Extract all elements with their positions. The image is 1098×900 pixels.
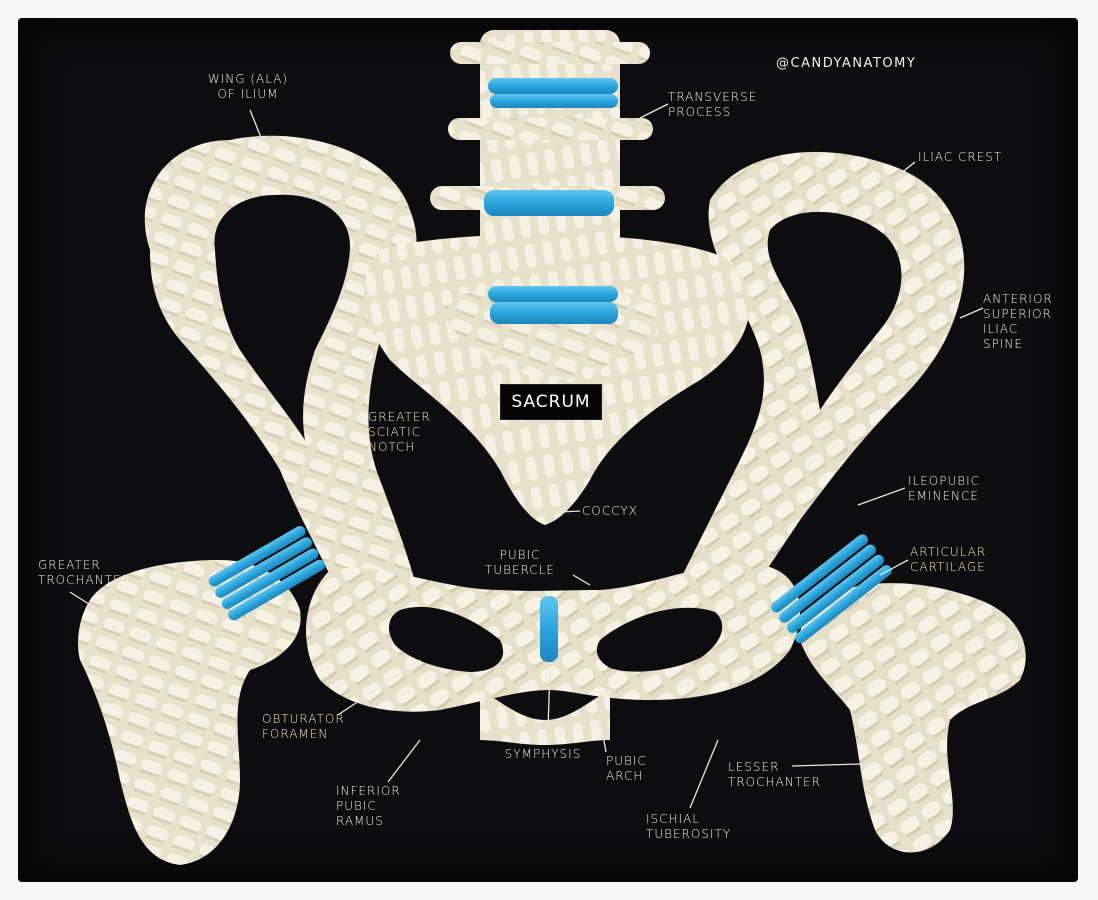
leader-asis <box>959 307 984 319</box>
label-coccyx: COCCYX <box>582 504 638 518</box>
sacrum-ring <box>363 234 750 525</box>
vertebral-column <box>480 30 620 270</box>
leader-articular <box>879 559 909 576</box>
label-greater-trochanter: GREATER TROCHANTER <box>38 558 131 587</box>
disc-1b <box>490 94 618 108</box>
label-leader-lines <box>69 103 984 809</box>
right-femur <box>771 534 1026 853</box>
ischial-rami <box>480 690 610 745</box>
left-femur-shape <box>78 560 301 865</box>
label-pubic-symphysis: PUBIC SYMPHYSIS <box>504 732 582 761</box>
label-iliac-crest: ILIAC CREST <box>918 150 1003 164</box>
left-ilium-wing <box>144 135 420 621</box>
leader-inferior-ramus <box>387 739 421 783</box>
leader-obturator <box>337 659 421 716</box>
leader-ischial <box>689 739 719 809</box>
label-pubic-arch: PUBIC ARCH <box>606 754 647 783</box>
sacrum-label: SACRUM <box>511 392 591 412</box>
label-wing-of-ilium: WING (ALA) OF ILIUM <box>207 72 289 101</box>
left-femur <box>78 526 325 865</box>
leader-pubic-tubercle <box>572 574 591 586</box>
leader-lesser-troch <box>791 763 861 767</box>
leader-sciatic <box>355 387 369 406</box>
disc-1 <box>488 78 618 94</box>
label-obturator-foramen: OBTURATOR FORAMEN <box>262 712 345 741</box>
label-ileopubic-eminence: ILEOPUBIC EMINENCE <box>908 474 981 503</box>
candyanatomy-watermark: @CANDYANATOMY <box>776 56 917 71</box>
label-greater-sciatic-notch: GREATER SCIATIC NOTCH <box>368 410 431 454</box>
left-obturator-foramen <box>388 606 504 672</box>
left-ilium-inner-gap <box>214 194 350 440</box>
leader-transverse <box>639 103 669 119</box>
disc-3 <box>488 286 618 302</box>
right-obturator-foramen <box>596 607 723 672</box>
pubic-symphysis-cartilage <box>540 596 558 662</box>
leader-iliac-crest <box>894 161 916 179</box>
label-lesser-trochanter: LESSER TROCHANTER <box>728 760 821 789</box>
sacrum-label-box: SACRUM <box>500 384 602 420</box>
leader-coccyx <box>559 510 581 513</box>
label-pubic-tubercle: PUBIC TUBERCLE <box>485 548 555 577</box>
leader-symphysis <box>547 664 551 731</box>
label-articular-cartilage: ARTICULAR CARTILAGE <box>910 545 987 574</box>
right-ilium-inner-gap <box>767 211 902 410</box>
disc-2 <box>484 190 614 216</box>
transverse-process-top <box>450 42 650 64</box>
label-ischial-tuberosity: ISCHIAL TUBEROSITY <box>646 812 732 841</box>
left-articular-cartilage <box>208 526 325 621</box>
label-transverse-process: TRANSVERSE PROCESS <box>668 90 758 119</box>
label-inferior-pubic-ramus: INFERIOR PUBIC RAMUS <box>336 784 401 828</box>
pubic-region <box>306 564 800 745</box>
leader-ileopubic <box>857 487 906 506</box>
leader-pubic-arch <box>599 717 607 753</box>
lumbar-spine <box>430 30 665 324</box>
right-articular-cartilage <box>771 534 892 644</box>
label-anterior-superior-iliac-spine: ANTERIOR SUPERIOR ILIAC SPINE <box>983 292 1053 351</box>
disc-3b <box>490 302 618 324</box>
right-ilium-wing <box>680 151 965 611</box>
leader-greater-troch <box>69 591 96 609</box>
leader-wing <box>249 109 263 141</box>
right-femur-shape <box>800 583 1026 853</box>
transverse-process-mid <box>448 118 653 140</box>
